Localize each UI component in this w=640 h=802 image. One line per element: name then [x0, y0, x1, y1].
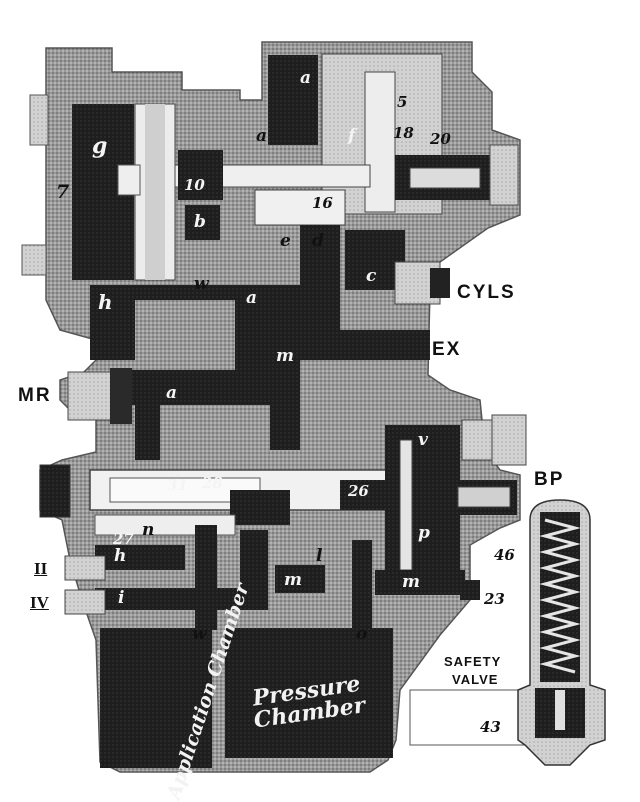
passage-d: d	[312, 231, 324, 251]
passage-w-top: w	[194, 274, 209, 294]
application-chamber	[100, 628, 212, 768]
upper-right-cap	[489, 144, 519, 206]
part-20: 20	[430, 130, 451, 148]
passage-a-mid: a	[246, 288, 258, 308]
spring-20	[409, 167, 481, 189]
safety-label: SAFETY	[444, 654, 502, 669]
port-4-fitting	[64, 589, 106, 615]
passage-f: f	[348, 126, 356, 146]
part-7: 7	[56, 181, 70, 203]
part-10: 10	[184, 176, 205, 194]
passage-i: i	[118, 588, 125, 608]
passage-a-top2: a	[256, 126, 268, 146]
part-16: 16	[312, 194, 333, 212]
passage-l	[240, 530, 268, 610]
part-31: 31	[167, 476, 188, 494]
passage-upper	[174, 164, 371, 188]
top-chamber-a	[268, 55, 318, 145]
passage-v: v	[418, 430, 428, 450]
pressure-chamber	[225, 628, 393, 758]
part-23: 23	[484, 590, 505, 608]
passage-p: p	[418, 523, 430, 543]
left-plug	[39, 464, 71, 518]
cyls-nut	[430, 268, 450, 298]
piston-stem-inner	[145, 104, 165, 280]
slide-valve	[230, 490, 290, 525]
valve-16	[254, 189, 346, 226]
strainer-mesh	[457, 486, 511, 508]
passage-h-top: h	[98, 290, 113, 314]
slide-guide	[117, 164, 141, 196]
port-4-label: IV	[30, 593, 49, 612]
passage-m-right: m	[402, 572, 420, 592]
passage-h-low: h	[114, 546, 127, 566]
channel-h	[90, 285, 240, 360]
piston-p	[399, 439, 413, 571]
passage-c: c	[366, 266, 377, 286]
cavity-b-top	[185, 205, 220, 240]
passage-m-low: m	[284, 570, 302, 590]
valve-label: VALVE	[452, 672, 499, 687]
part-28: 28	[202, 474, 223, 492]
stem-18	[364, 71, 396, 213]
part-43: 43	[480, 718, 501, 736]
part-27: 27	[113, 530, 134, 548]
safety-valve-stem	[555, 690, 565, 730]
bp-label: BP	[534, 469, 565, 490]
port-2-fitting	[64, 555, 106, 581]
bp-nut	[491, 414, 527, 466]
passage-h-low	[95, 545, 185, 570]
passage-n: n	[142, 520, 155, 540]
part-26: 26	[348, 482, 369, 500]
cyls-label: CYLS	[457, 282, 516, 303]
safety-valve-spring	[539, 518, 581, 674]
passage-a-top: a	[300, 68, 312, 88]
cavity-10	[178, 150, 223, 200]
part-18: 18	[393, 124, 414, 142]
passage-23	[460, 580, 480, 600]
passage-w-low: w	[192, 624, 207, 644]
mr-label: MR	[18, 385, 52, 406]
chamber-v	[385, 425, 460, 575]
channel-m	[270, 285, 300, 450]
ex-label: EX	[432, 339, 462, 360]
port-2-label: II	[34, 559, 48, 578]
left-cap-lower	[21, 244, 47, 276]
passage-b: b	[194, 212, 206, 232]
passage-a-main: a	[166, 383, 178, 403]
passage-w	[195, 525, 217, 630]
part-46: 46	[494, 546, 515, 564]
passage-m-right	[375, 570, 465, 595]
passage-o	[352, 540, 372, 630]
mr-nut	[110, 368, 132, 424]
passage-g: g	[92, 133, 108, 159]
passage-l: l	[316, 546, 323, 566]
passage-m-low	[275, 565, 325, 593]
passage-o: o	[356, 624, 368, 644]
channel-a-main	[120, 370, 270, 460]
exhaust-channel	[300, 225, 430, 360]
passage-m-mid: m	[276, 346, 294, 366]
part-5: 5	[397, 93, 408, 111]
left-cap	[29, 94, 49, 146]
passage-e: e	[280, 231, 291, 251]
